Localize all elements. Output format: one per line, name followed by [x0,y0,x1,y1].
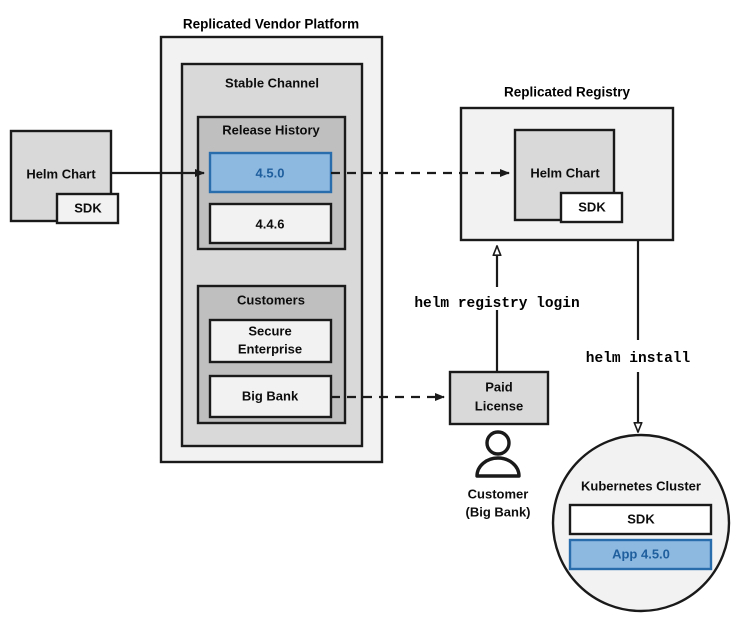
customer-item-secure-enterprise[interactable] [208,318,333,364]
kubernetes-cluster-label: Kubernetes Cluster [581,478,701,493]
source-sdk-label: SDK [74,200,102,215]
kubernetes-cluster-group: Kubernetes Cluster SDK App 4.5.0 [551,433,731,613]
release-history-label: Release History [222,122,320,137]
command-helm-install: helm install [586,351,691,367]
paid-license-group: Paid License [448,370,550,426]
registry-helm-chart-label: Helm Chart [530,165,600,180]
release-item-4-5-0-label: 4.5.0 [256,165,285,180]
cluster-component-sdk-label: SDK [627,511,655,526]
vendor-platform-title: Replicated Vendor Platform [183,17,359,32]
paid-license-line2: License [475,398,523,413]
registry-sdk-box [559,191,624,224]
customer-actor-line2: (Big Bank) [466,504,531,519]
customer-item-big-bank[interactable] [208,374,333,419]
source-helm-chart-group: Helm Chart SDK [9,129,120,225]
cluster-component-app[interactable] [568,538,713,571]
registry-title: Replicated Registry [504,85,631,100]
paid-license-box [448,370,550,426]
stable-channel-label: Stable Channel [225,75,319,90]
person-icon [475,430,521,478]
paid-license-line1: Paid [485,379,513,394]
customer-item-secure-enterprise-line2: Enterprise [238,341,302,356]
registry-sdk-label: SDK [578,199,606,214]
release-item-4-4-6[interactable] [208,202,333,245]
customers-label: Customers [237,292,305,307]
customer-item-secure-enterprise-line1: Secure [248,323,291,338]
source-sdk-box [55,192,120,225]
customer-item-big-bank-label: Big Bank [242,388,299,403]
release-item-4-4-6-label: 4.4.6 [256,216,285,231]
customer-actor-line1: Customer [468,486,529,501]
source-helm-chart-label: Helm Chart [26,166,96,181]
cluster-component-app-label: App 4.5.0 [612,546,670,561]
vendor-platform-container: Stable Channel Release History 4.5.0 4.4… [159,35,384,464]
cluster-component-sdk[interactable] [568,503,713,536]
command-registry-login: helm registry login [414,296,579,312]
